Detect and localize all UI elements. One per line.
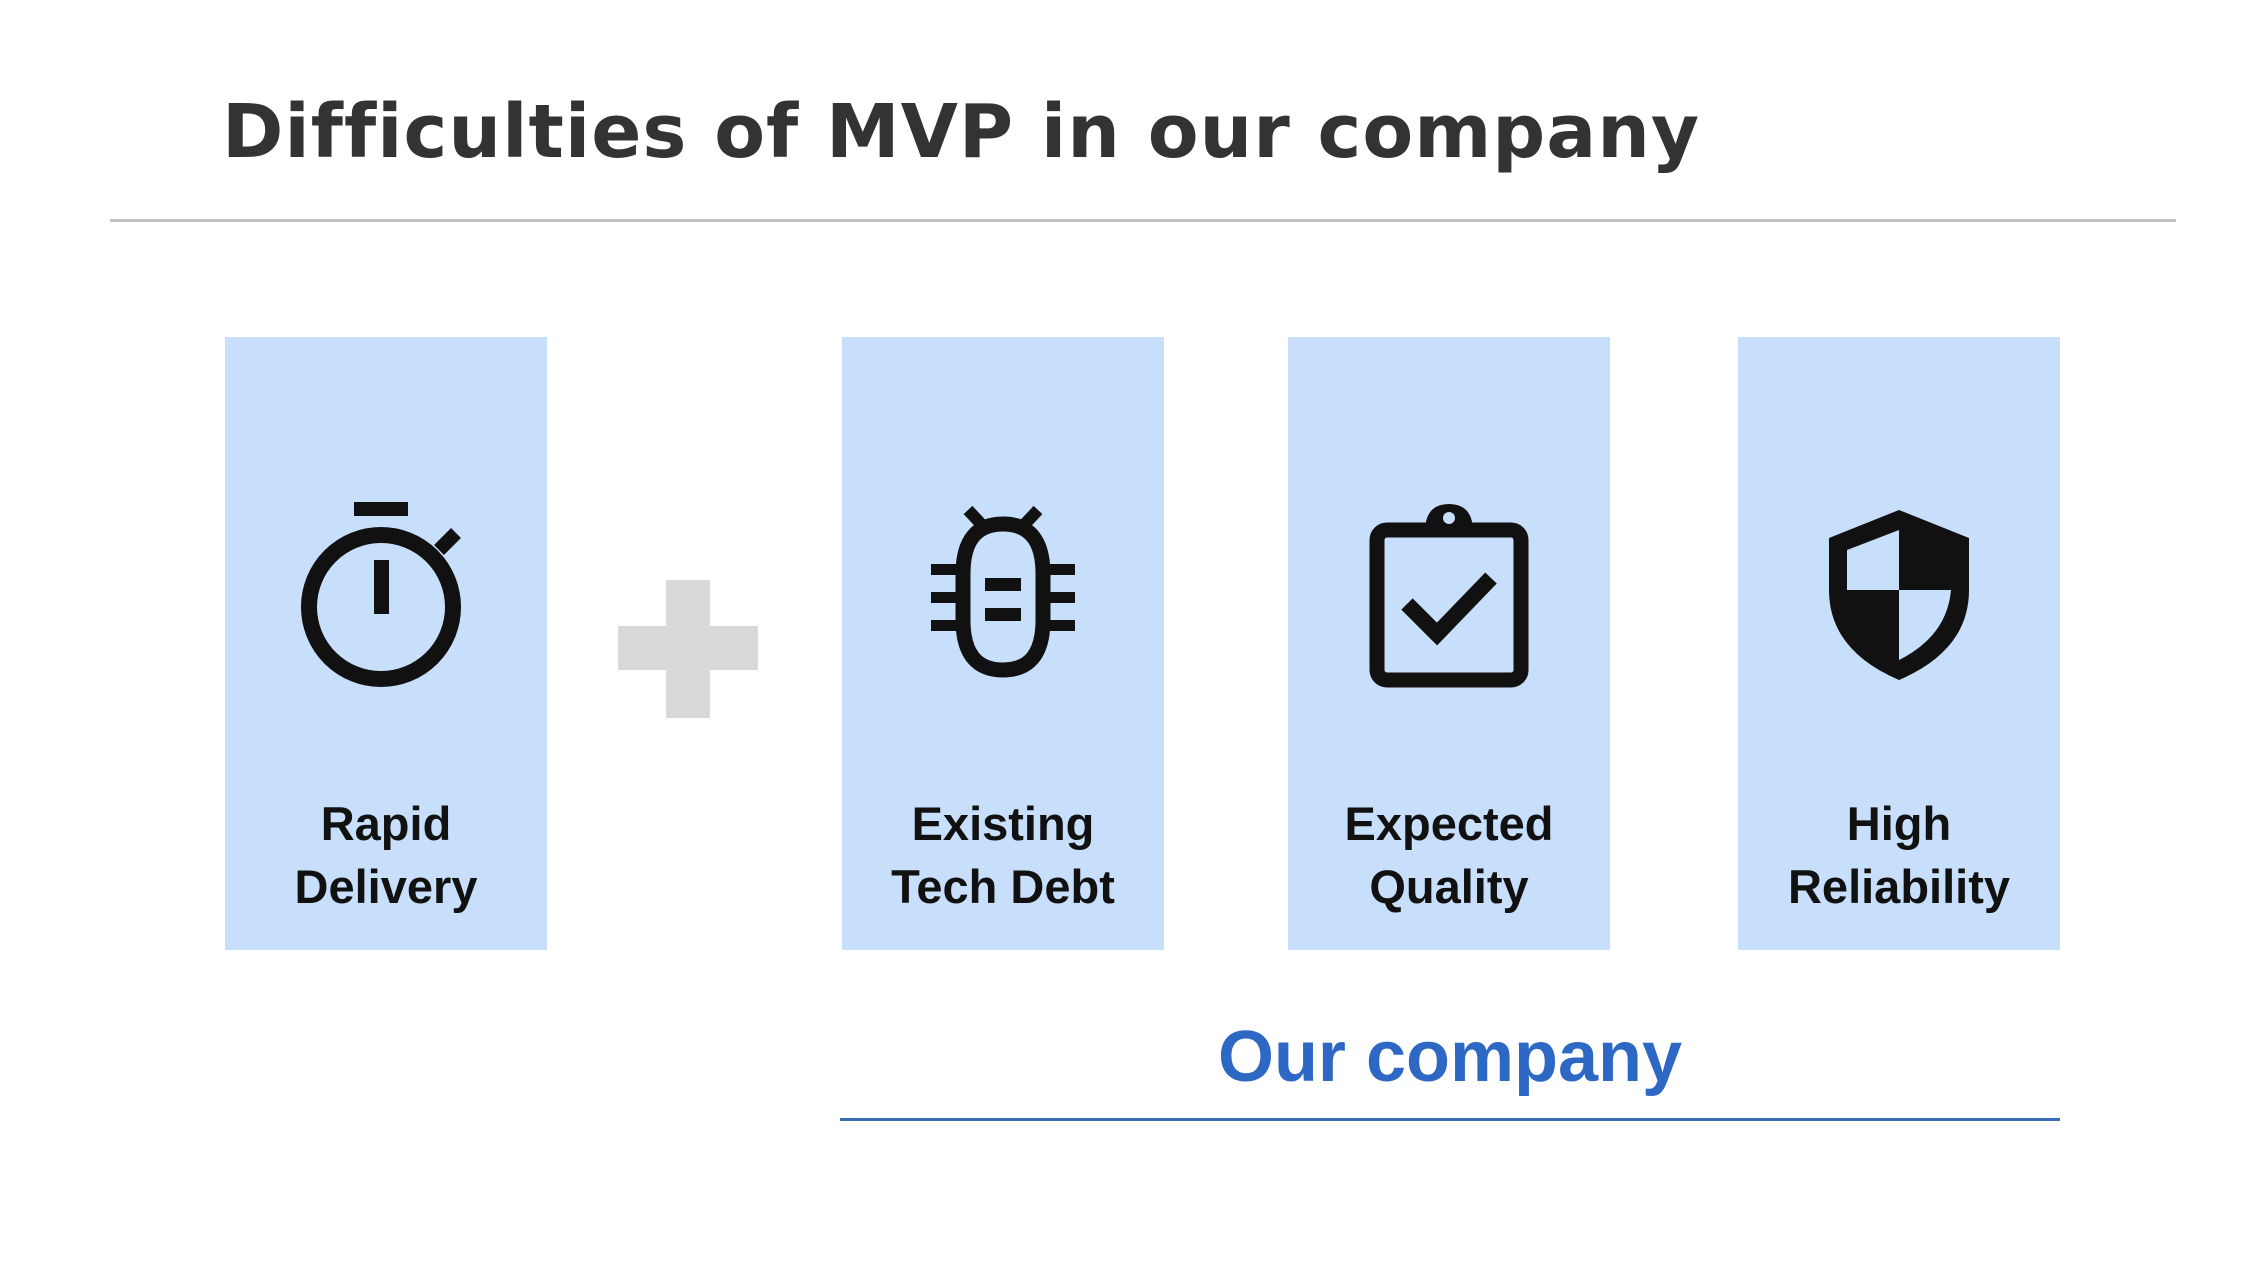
group-label: Our company <box>1217 1017 1683 1097</box>
card-expected-quality: Expected Quality <box>1288 337 1610 950</box>
title-divider <box>110 219 2176 222</box>
group-underline <box>840 1118 2060 1121</box>
card-high-reliability: High Reliability <box>1738 337 2060 950</box>
card-label: High Reliability <box>1787 797 2010 913</box>
stopwatch-icon <box>301 502 461 687</box>
clipboard-check-icon <box>1369 504 1529 688</box>
plus-icon <box>618 580 758 718</box>
card-rapid-delivery: Rapid Delivery <box>225 337 547 950</box>
card-label: Expected Quality <box>1344 797 1554 913</box>
bug-icon <box>931 505 1075 678</box>
shield-icon <box>1829 510 1969 680</box>
slide-title: Difficulties of MVP in our company <box>222 89 1701 175</box>
card-label: Existing Tech Debt <box>891 797 1115 913</box>
card-existing-tech-debt: Existing Tech Debt <box>842 337 1164 950</box>
card-label: Rapid Delivery <box>294 797 478 913</box>
